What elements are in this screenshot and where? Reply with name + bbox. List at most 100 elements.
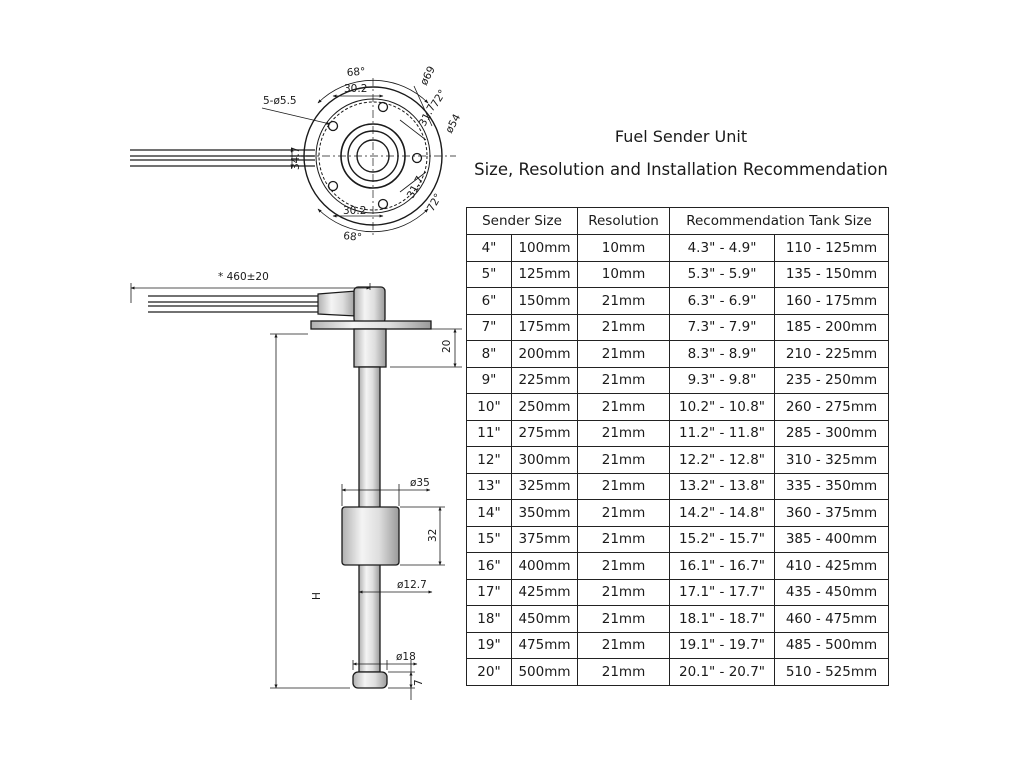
cell-tank-mm: 260 - 275mm	[774, 393, 889, 421]
cell-inches: 13"	[466, 472, 512, 500]
label-float-height: 32	[427, 529, 439, 542]
cell-inches: 9"	[466, 366, 512, 394]
label-34-7: 34.7	[290, 147, 302, 170]
cell-tank-inches: 16.1" - 16.7"	[669, 552, 775, 580]
cell-tank-mm: 210 - 225mm	[774, 340, 889, 368]
spec-table: Sender Size Resolution Recommendation Ta…	[466, 207, 889, 686]
cell-tank-mm: 235 - 250mm	[774, 366, 889, 394]
cell-tank-inches: 6.3" - 6.9"	[669, 287, 775, 315]
mounting-flange	[310, 320, 432, 330]
cell-mm: 375mm	[511, 525, 578, 553]
cell-inches: 8"	[466, 340, 512, 368]
cell-tank-inches: 14.2" - 14.8"	[669, 499, 775, 527]
cell-inches: 11"	[466, 419, 512, 447]
cell-mm: 425mm	[511, 578, 578, 606]
top-view: 68° 68° 30.2 30.2 5-ø5.5 ø69 ø54 72° 72°…	[130, 64, 463, 244]
cell-tank-mm: 310 - 325mm	[774, 446, 889, 474]
cell-mm: 500mm	[511, 658, 578, 686]
cell-tank-inches: 20.1" - 20.7"	[669, 658, 775, 686]
cell-tank-inches: 18.1" - 18.7"	[669, 605, 775, 633]
cell-inches: 15"	[466, 525, 512, 553]
mount-hole	[377, 198, 389, 210]
cell-tank-inches: 9.3" - 9.8"	[669, 366, 775, 394]
cell-tank-mm: 160 - 175mm	[774, 287, 889, 315]
mount-hole	[327, 120, 339, 132]
cell-tank-inches: 19.1" - 19.7"	[669, 631, 775, 659]
cell-tank-inches: 8.3" - 8.9"	[669, 340, 775, 368]
cell-mm: 125mm	[511, 260, 578, 288]
cell-mm: 100mm	[511, 234, 578, 262]
cell-mm: 400mm	[511, 552, 578, 580]
label-31-7-bottom: 31.7	[405, 174, 427, 200]
neck	[353, 328, 387, 368]
label-cable-length: * 460±20	[218, 271, 269, 283]
label-float-dia: ø35	[410, 477, 430, 489]
cell-tank-inches: 5.3" - 5.9"	[669, 260, 775, 288]
cell-tank-mm: 185 - 200mm	[774, 313, 889, 341]
cell-resolution: 21mm	[577, 472, 670, 500]
cell-tank-inches: 17.1" - 17.7"	[669, 578, 775, 606]
header-sender-size: Sender Size	[466, 207, 578, 235]
cell-mm: 350mm	[511, 499, 578, 527]
cell-inches: 10"	[466, 393, 512, 421]
cell-resolution: 21mm	[577, 366, 670, 394]
label-30-2-bottom: 30.2	[343, 205, 366, 217]
cell-inches: 20"	[466, 658, 512, 686]
cell-tank-mm: 460 - 475mm	[774, 605, 889, 633]
cell-tank-mm: 110 - 125mm	[774, 234, 889, 262]
label-holes: 5-ø5.5	[263, 95, 297, 107]
label-end-height: 7	[413, 679, 425, 686]
cell-inches: 5"	[466, 260, 512, 288]
cell-tank-mm: 410 - 425mm	[774, 552, 889, 580]
label-30-2-top: 30.2	[344, 83, 367, 95]
cell-inches: 6"	[466, 287, 512, 315]
cell-inches: 17"	[466, 578, 512, 606]
label-angle-bottom: 68°	[343, 230, 363, 244]
cell-resolution: 10mm	[577, 234, 670, 262]
cell-inches: 16"	[466, 552, 512, 580]
elbow-head	[353, 286, 386, 324]
cell-inches: 12"	[466, 446, 512, 474]
mount-hole	[327, 180, 339, 192]
cell-tank-inches: 4.3" - 4.9"	[669, 234, 775, 262]
cell-inches: 4"	[466, 234, 512, 262]
side-view-labels: * 460±20 20 ø35 32 ø12.7 H ø18 7	[218, 271, 453, 686]
cell-tank-inches: 7.3" - 7.9"	[669, 313, 775, 341]
cell-tank-inches: 12.2" - 12.8"	[669, 446, 775, 474]
cell-resolution: 21mm	[577, 552, 670, 580]
cell-tank-inches: 10.2" - 10.8"	[669, 393, 775, 421]
cell-mm: 475mm	[511, 631, 578, 659]
cell-resolution: 21mm	[577, 313, 670, 341]
mount-hole	[377, 101, 389, 113]
cell-resolution: 21mm	[577, 419, 670, 447]
cell-mm: 175mm	[511, 313, 578, 341]
table-header-row: Sender Size Resolution Recommendation Ta…	[466, 207, 889, 235]
cell-tank-inches: 13.2" - 13.8"	[669, 472, 775, 500]
cell-resolution: 21mm	[577, 446, 670, 474]
cell-inches: 14"	[466, 499, 512, 527]
cell-tank-mm: 335 - 350mm	[774, 472, 889, 500]
cell-tank-mm: 485 - 500mm	[774, 631, 889, 659]
cell-tank-inches: 11.2" - 11.8"	[669, 419, 775, 447]
cell-tank-mm: 385 - 400mm	[774, 525, 889, 553]
cell-inches: 7"	[466, 313, 512, 341]
cell-mm: 250mm	[511, 393, 578, 421]
cell-resolution: 21mm	[577, 658, 670, 686]
label-height: H	[311, 592, 323, 600]
label-tube-dia: ø12.7	[397, 579, 427, 591]
cell-tank-mm: 360 - 375mm	[774, 499, 889, 527]
